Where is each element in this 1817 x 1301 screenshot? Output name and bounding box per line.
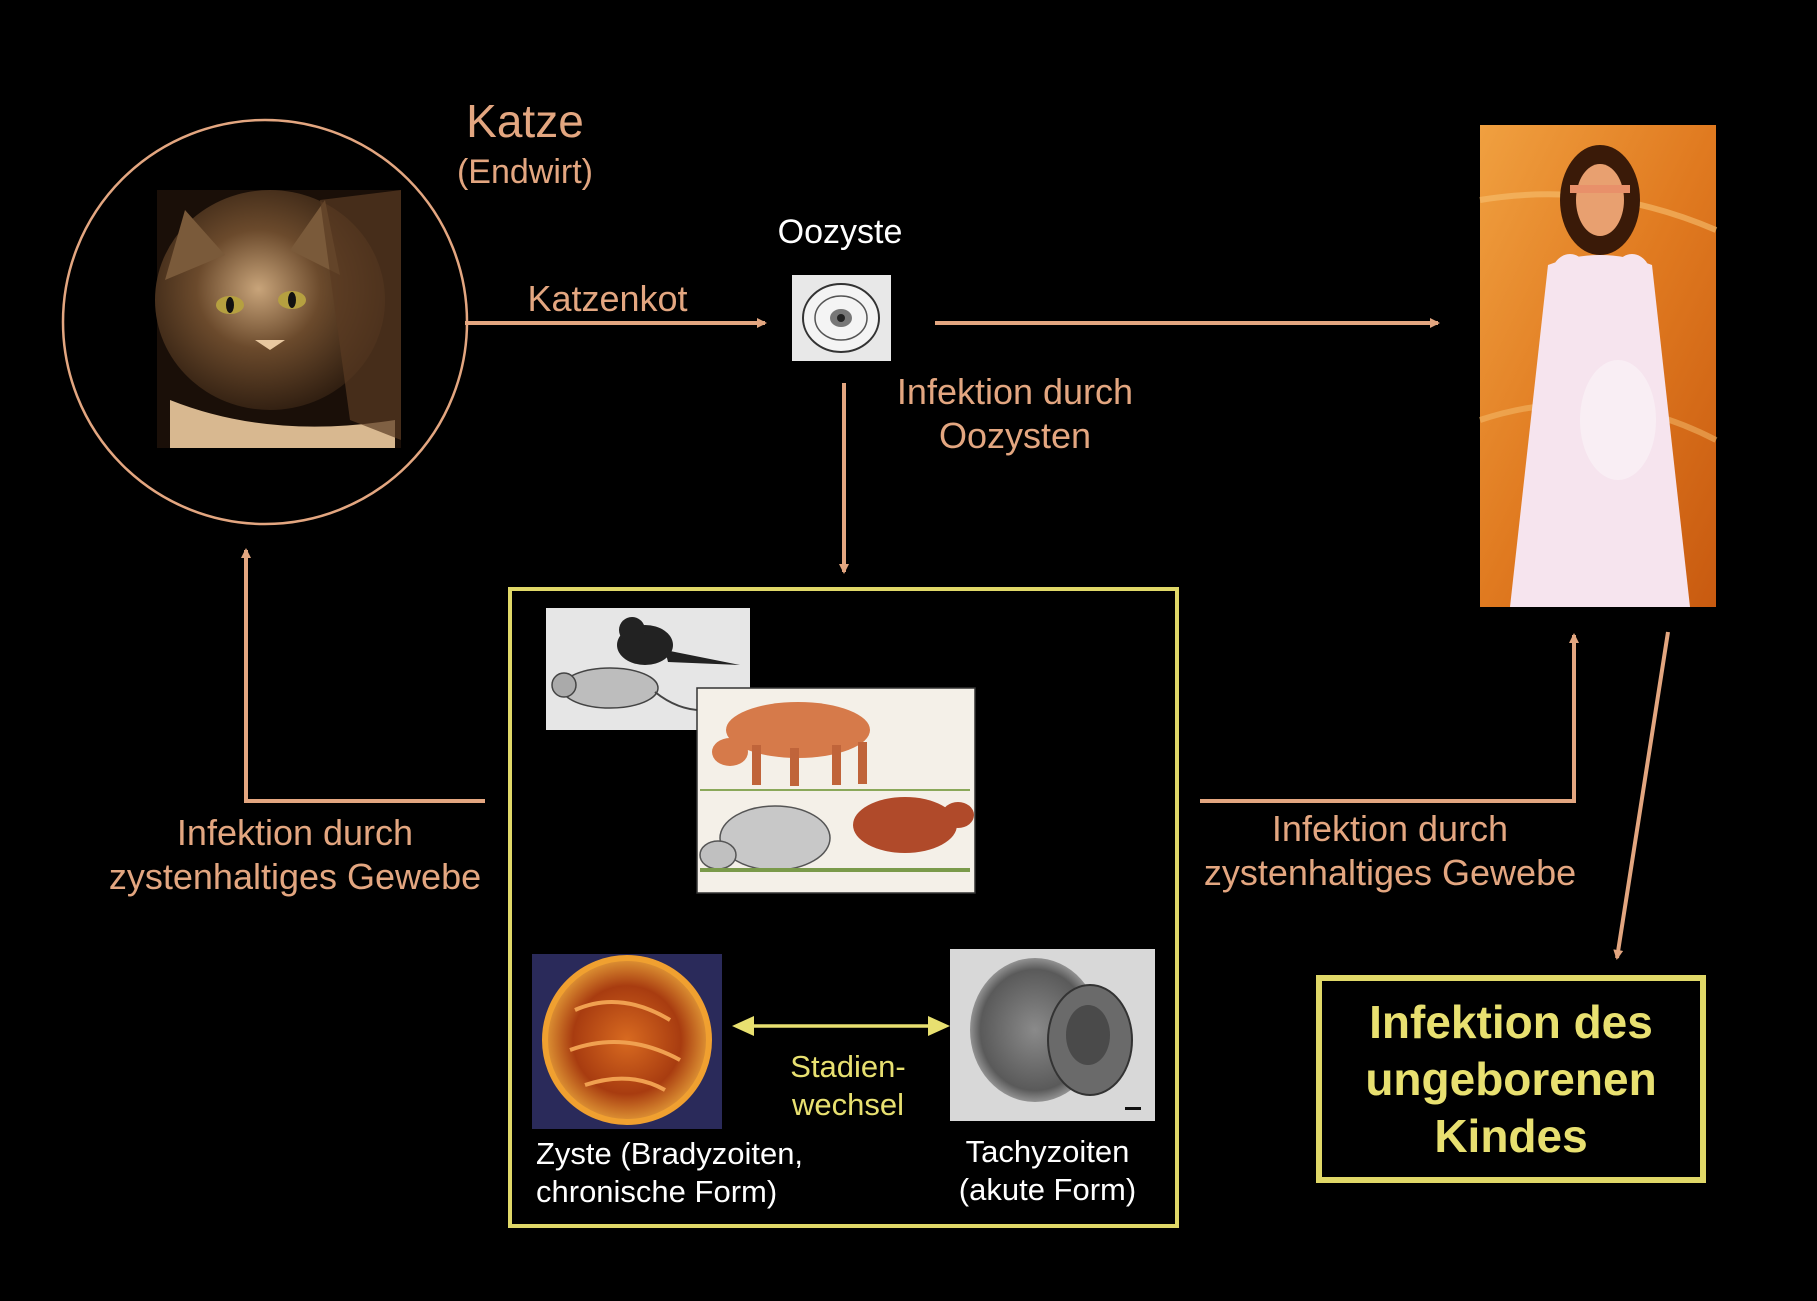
cat-subtitle: (Endwirt) — [456, 153, 594, 191]
right-infection-label-line1: Infektion durch — [1271, 808, 1509, 849]
result-line1: Infektion des — [1369, 996, 1653, 1048]
right-infection-label-line2: zystenhaltiges Gewebe — [1203, 852, 1577, 893]
result-line3: Kindes — [1434, 1110, 1588, 1162]
cyst-label-line1: Zyste (Bradyzoiten, — [536, 1136, 804, 1171]
oocyst-label: Oozyste — [777, 213, 903, 251]
cyst-micrograph — [532, 954, 722, 1129]
left-infection-label-line1: Infektion durch — [176, 812, 414, 853]
cat-photo — [155, 190, 401, 448]
bird-and-mouse-drawing — [546, 608, 750, 730]
result-line2: ungeborenen — [1365, 1053, 1657, 1105]
stage-change-label-line2: wechsel — [792, 1087, 904, 1122]
oocyst-micrograph — [792, 275, 891, 361]
arrow-hosts-to-cat — [241, 548, 485, 803]
tachyzoite-label-line2: (akute Form) — [958, 1172, 1137, 1207]
arrow-woman-to-child — [1613, 631, 1670, 960]
left-infection-label-line2: zystenhaltiges Gewebe — [108, 856, 482, 897]
stage-change-label-line1: Stadien- — [790, 1049, 906, 1084]
cow-and-pigs-drawing — [696, 687, 976, 894]
katzenkot-label: Katzenkot — [527, 278, 688, 319]
result-box — [1316, 975, 1706, 1183]
stage-change-arrow — [732, 1016, 950, 1036]
tachyzoite-label-line1: Tachyzoiten — [965, 1134, 1130, 1169]
tachyzoite-micrograph — [950, 949, 1155, 1121]
oocyst-infection-label-line1: Infektion durch — [896, 371, 1134, 412]
arrow-hosts-to-woman — [1200, 633, 1579, 803]
oocyst-infection-label-line2: Oozysten — [938, 415, 1092, 456]
pregnant-woman-photo — [1479, 125, 1718, 607]
cat-title: Katze — [466, 95, 584, 147]
cyst-label-line2: chronische Form) — [536, 1174, 778, 1209]
